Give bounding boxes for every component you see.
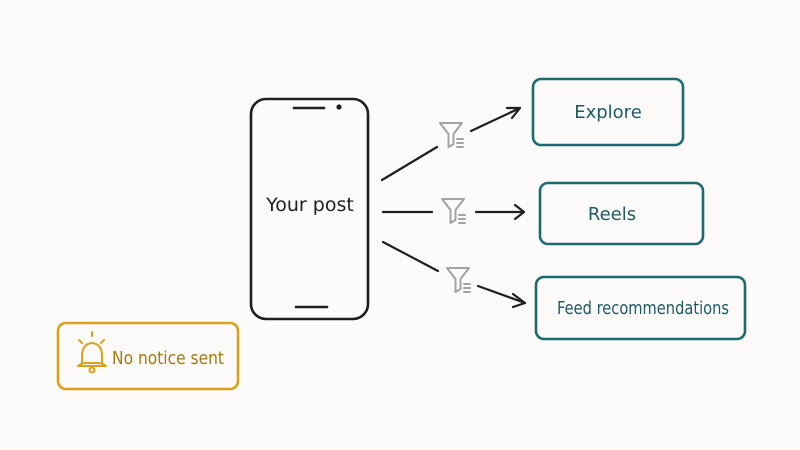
destination-label: Explore [574,102,642,123]
funnel-filter-icon [446,267,471,293]
no-notice-badge: No notice sent [56,321,240,391]
arrow-to-reels [381,203,526,221]
destination-label: Feed recommendations [557,298,729,319]
phone-camera [336,104,342,110]
destination-explore: Explore [531,77,685,147]
notice-label: No notice sent [112,348,224,369]
funnel-filter-icon [441,198,466,224]
bell-icon [77,331,107,374]
funnel-filter-icon [439,122,464,148]
destination-feed-recommendations: Feed recommendations [534,275,747,341]
destination-reels: Reels [538,181,705,246]
arrow-to-explore [380,106,522,182]
destination-label: Reels [588,204,636,225]
flow-arrows [380,106,527,309]
phone-body [249,97,370,321]
phone: Your post [249,97,370,321]
arrow-to-feed [381,240,527,309]
phone-label: Your post [265,194,354,216]
